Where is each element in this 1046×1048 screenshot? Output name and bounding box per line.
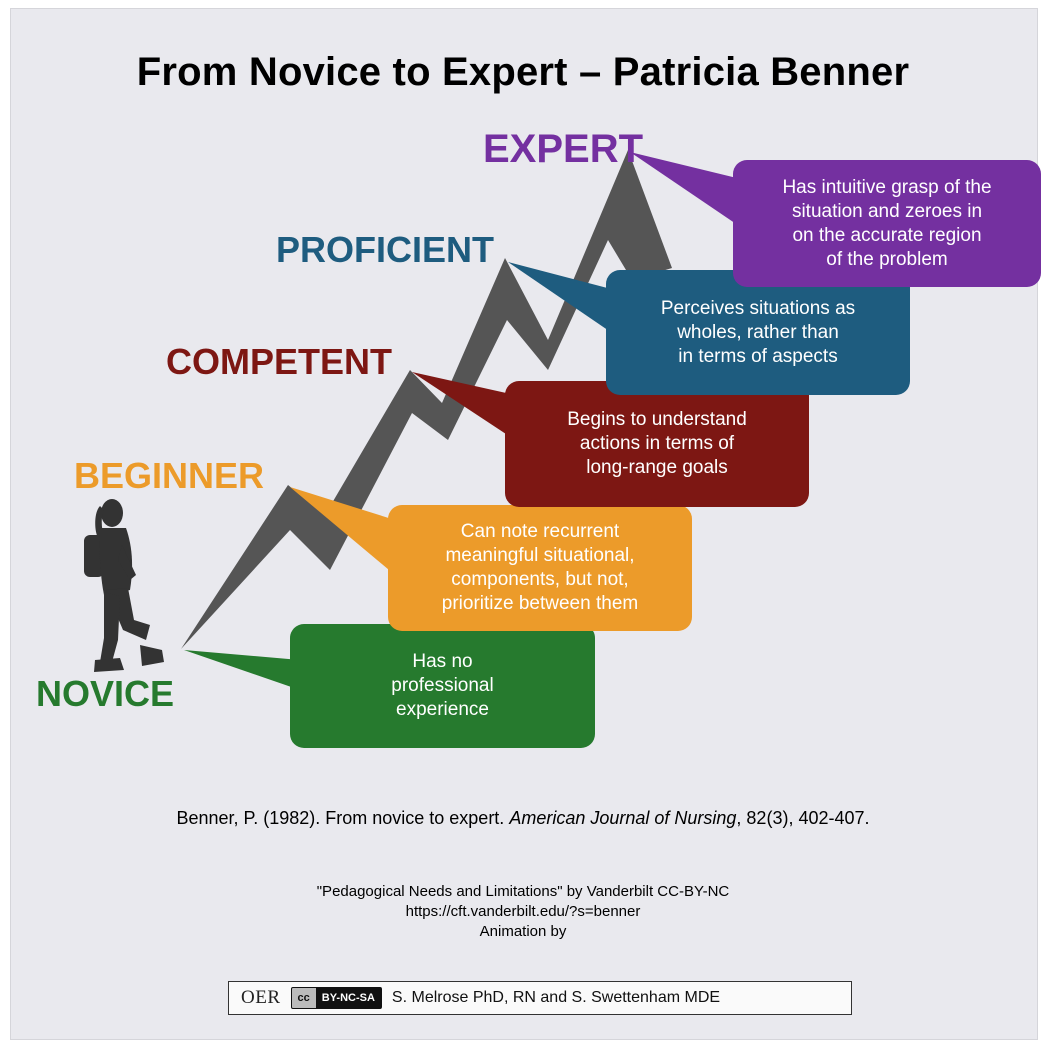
beginner-description-line: Can note recurrent bbox=[460, 521, 620, 542]
cc-license-label: BY-NC-SA bbox=[321, 992, 375, 1004]
expert-description-line: Has intuitive grasp of the bbox=[782, 176, 992, 198]
proficient-description-line: wholes, rather than bbox=[677, 321, 839, 343]
proficient-description-line: Perceives situations as bbox=[660, 297, 856, 319]
license-bar: OER cc BY-NC-SA S. Melrose PhD, RN and S… bbox=[228, 981, 852, 1015]
cc-license-badge[interactable]: cc BY-NC-SA bbox=[290, 987, 382, 1009]
beginner-description-line: components, but not, bbox=[451, 569, 629, 590]
novice-description-bubble: Has no professional experience bbox=[290, 624, 595, 748]
competent-label: COMPETENT bbox=[166, 341, 393, 382]
beginner-description-line: meaningful situational, bbox=[445, 545, 635, 566]
credit-animation: Animation by bbox=[479, 923, 567, 940]
citation-journal: American Journal of Nursing bbox=[509, 808, 737, 828]
competent-description-line: Begins to understand bbox=[567, 409, 747, 430]
cc-icon: cc bbox=[291, 988, 316, 1008]
proficient-label: PROFICIENT bbox=[276, 229, 495, 270]
beginner-description-line: prioritize between them bbox=[441, 593, 639, 614]
beginner-bubble-tail bbox=[290, 487, 395, 575]
license-authors: S. Melrose PhD, RN and S. Swettenham MDE bbox=[391, 989, 721, 1006]
expert-description-line: situation and zeroes in bbox=[791, 200, 983, 222]
beginner-description-bubble: Can note recurrent meaningful situationa… bbox=[388, 505, 692, 631]
mountain-path-icon bbox=[181, 150, 672, 649]
novice-bubble-tail bbox=[184, 650, 300, 690]
expert-description-bubble: Has intuitive grasp of the situation and… bbox=[733, 160, 1041, 287]
novice-description-line: experience bbox=[396, 699, 489, 720]
citation-text: Benner, P. (1982). From novice to expert… bbox=[176, 808, 510, 828]
novice-label: NOVICE bbox=[36, 673, 175, 714]
proficient-description-bubble: Perceives situations as wholes, rather t… bbox=[606, 270, 910, 395]
oer-logo: OER bbox=[241, 987, 281, 1008]
citation-details: , 82(3), 402-407. bbox=[736, 808, 870, 828]
novice-description-line: Has no bbox=[412, 651, 473, 672]
competent-description-line: long-range goals bbox=[586, 457, 728, 478]
hiker-silhouette-icon bbox=[84, 499, 164, 672]
page-title: From Novice to Expert – Patricia Benner bbox=[136, 50, 910, 94]
competent-description-line: actions in terms of bbox=[579, 433, 735, 454]
proficient-description-line: in terms of aspects bbox=[678, 345, 838, 367]
competent-description-bubble: Begins to understand actions in terms of… bbox=[505, 381, 809, 507]
beginner-label: BEGINNER bbox=[74, 455, 265, 496]
proficient-bubble-tail bbox=[508, 262, 615, 335]
expert-description-line: of the problem bbox=[826, 248, 948, 270]
expert-bubble-tail bbox=[630, 152, 745, 230]
expert-description-line: on the accurate region bbox=[792, 224, 982, 246]
expert-label: EXPERT bbox=[483, 127, 644, 171]
competent-bubble-tail bbox=[412, 372, 515, 440]
reference-citation: Benner, P. (1982). From novice to expert… bbox=[0, 808, 1046, 829]
credit-url[interactable]: https://cft.vanderbilt.edu/?s=benner bbox=[405, 903, 641, 920]
credit-source: "Pedagogical Needs and Limitations" by V… bbox=[316, 883, 730, 900]
novice-description-line: professional bbox=[391, 675, 494, 696]
